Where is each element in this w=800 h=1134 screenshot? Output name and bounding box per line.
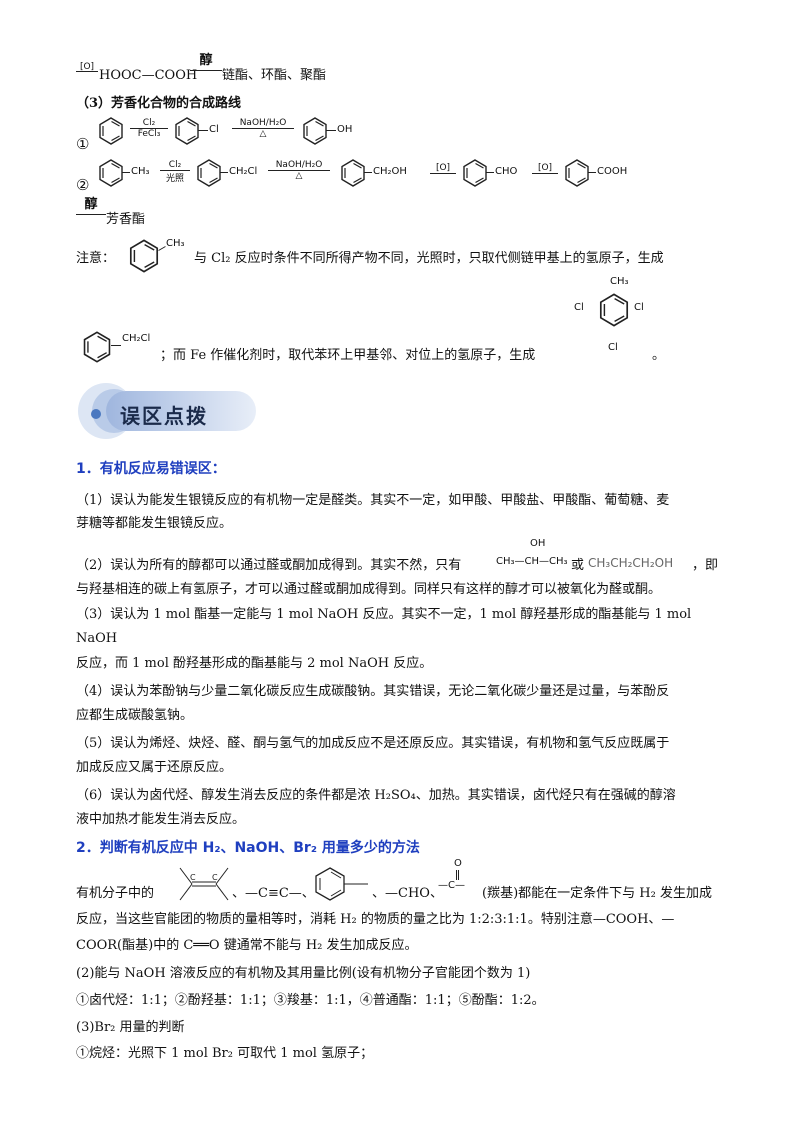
chlorobenzene-icon (172, 116, 202, 146)
section-2-title: 2．判断有机反应中 H₂、NaOH、Br₂ 用量多少的方法 (76, 840, 420, 856)
route-2-number: ② (76, 176, 90, 194)
svg-text:C: C (212, 873, 218, 882)
route-1-arrow-2: NaOH/H₂O △ (232, 118, 294, 139)
ester-products: 链酯、环酯、聚酯 (222, 68, 327, 83)
trichlorotoluene: CH₃ Cl Cl Cl (574, 276, 644, 353)
route-2-arrow-3: [O] (430, 163, 456, 174)
section-3-title: （3）芳香化合物的合成路线 (76, 96, 242, 111)
route-2-arrow-1: Cl₂ 光照 (160, 160, 190, 184)
benzoic-acid-icon (562, 158, 592, 188)
route-2-arrow-5: 醇 (76, 198, 106, 215)
benzyl-chloride-icon (194, 158, 224, 188)
alcohol-arrow: 醇 (190, 54, 222, 71)
route-2-arrow-4: [O] (532, 163, 558, 174)
chloro-label: Cl (209, 124, 219, 135)
route-1-number: ① (76, 135, 90, 153)
phenyl-group-icon (315, 867, 368, 901)
hydroxyl-label: OH (337, 124, 353, 135)
alkene-group-icon: C C (179, 867, 229, 901)
section-1-title: 1．有机反应易错误区： (76, 461, 226, 477)
banner-title: 误区点拨 (120, 404, 208, 428)
route-2-arrow-2: NaOH/H₂O △ (268, 160, 330, 181)
benzaldehyde-icon (460, 158, 490, 188)
phenol-icon (300, 116, 330, 146)
toluene-note-icon (126, 238, 162, 274)
toluene-icon (96, 158, 126, 188)
section-banner (76, 376, 266, 446)
benzene-icon (96, 116, 126, 146)
benzyl-chloride-note-icon (80, 330, 114, 364)
oxalic-acid: HOOC—COOH (99, 68, 198, 83)
aromatic-ester: 芳香酯 (106, 212, 146, 227)
oxidation-arrow: [O] (76, 62, 98, 72)
svg-text:C: C (190, 873, 196, 882)
benzyl-alcohol-icon (338, 158, 368, 188)
route-1-arrow-1: Cl₂ FeCl₃ (130, 118, 168, 139)
